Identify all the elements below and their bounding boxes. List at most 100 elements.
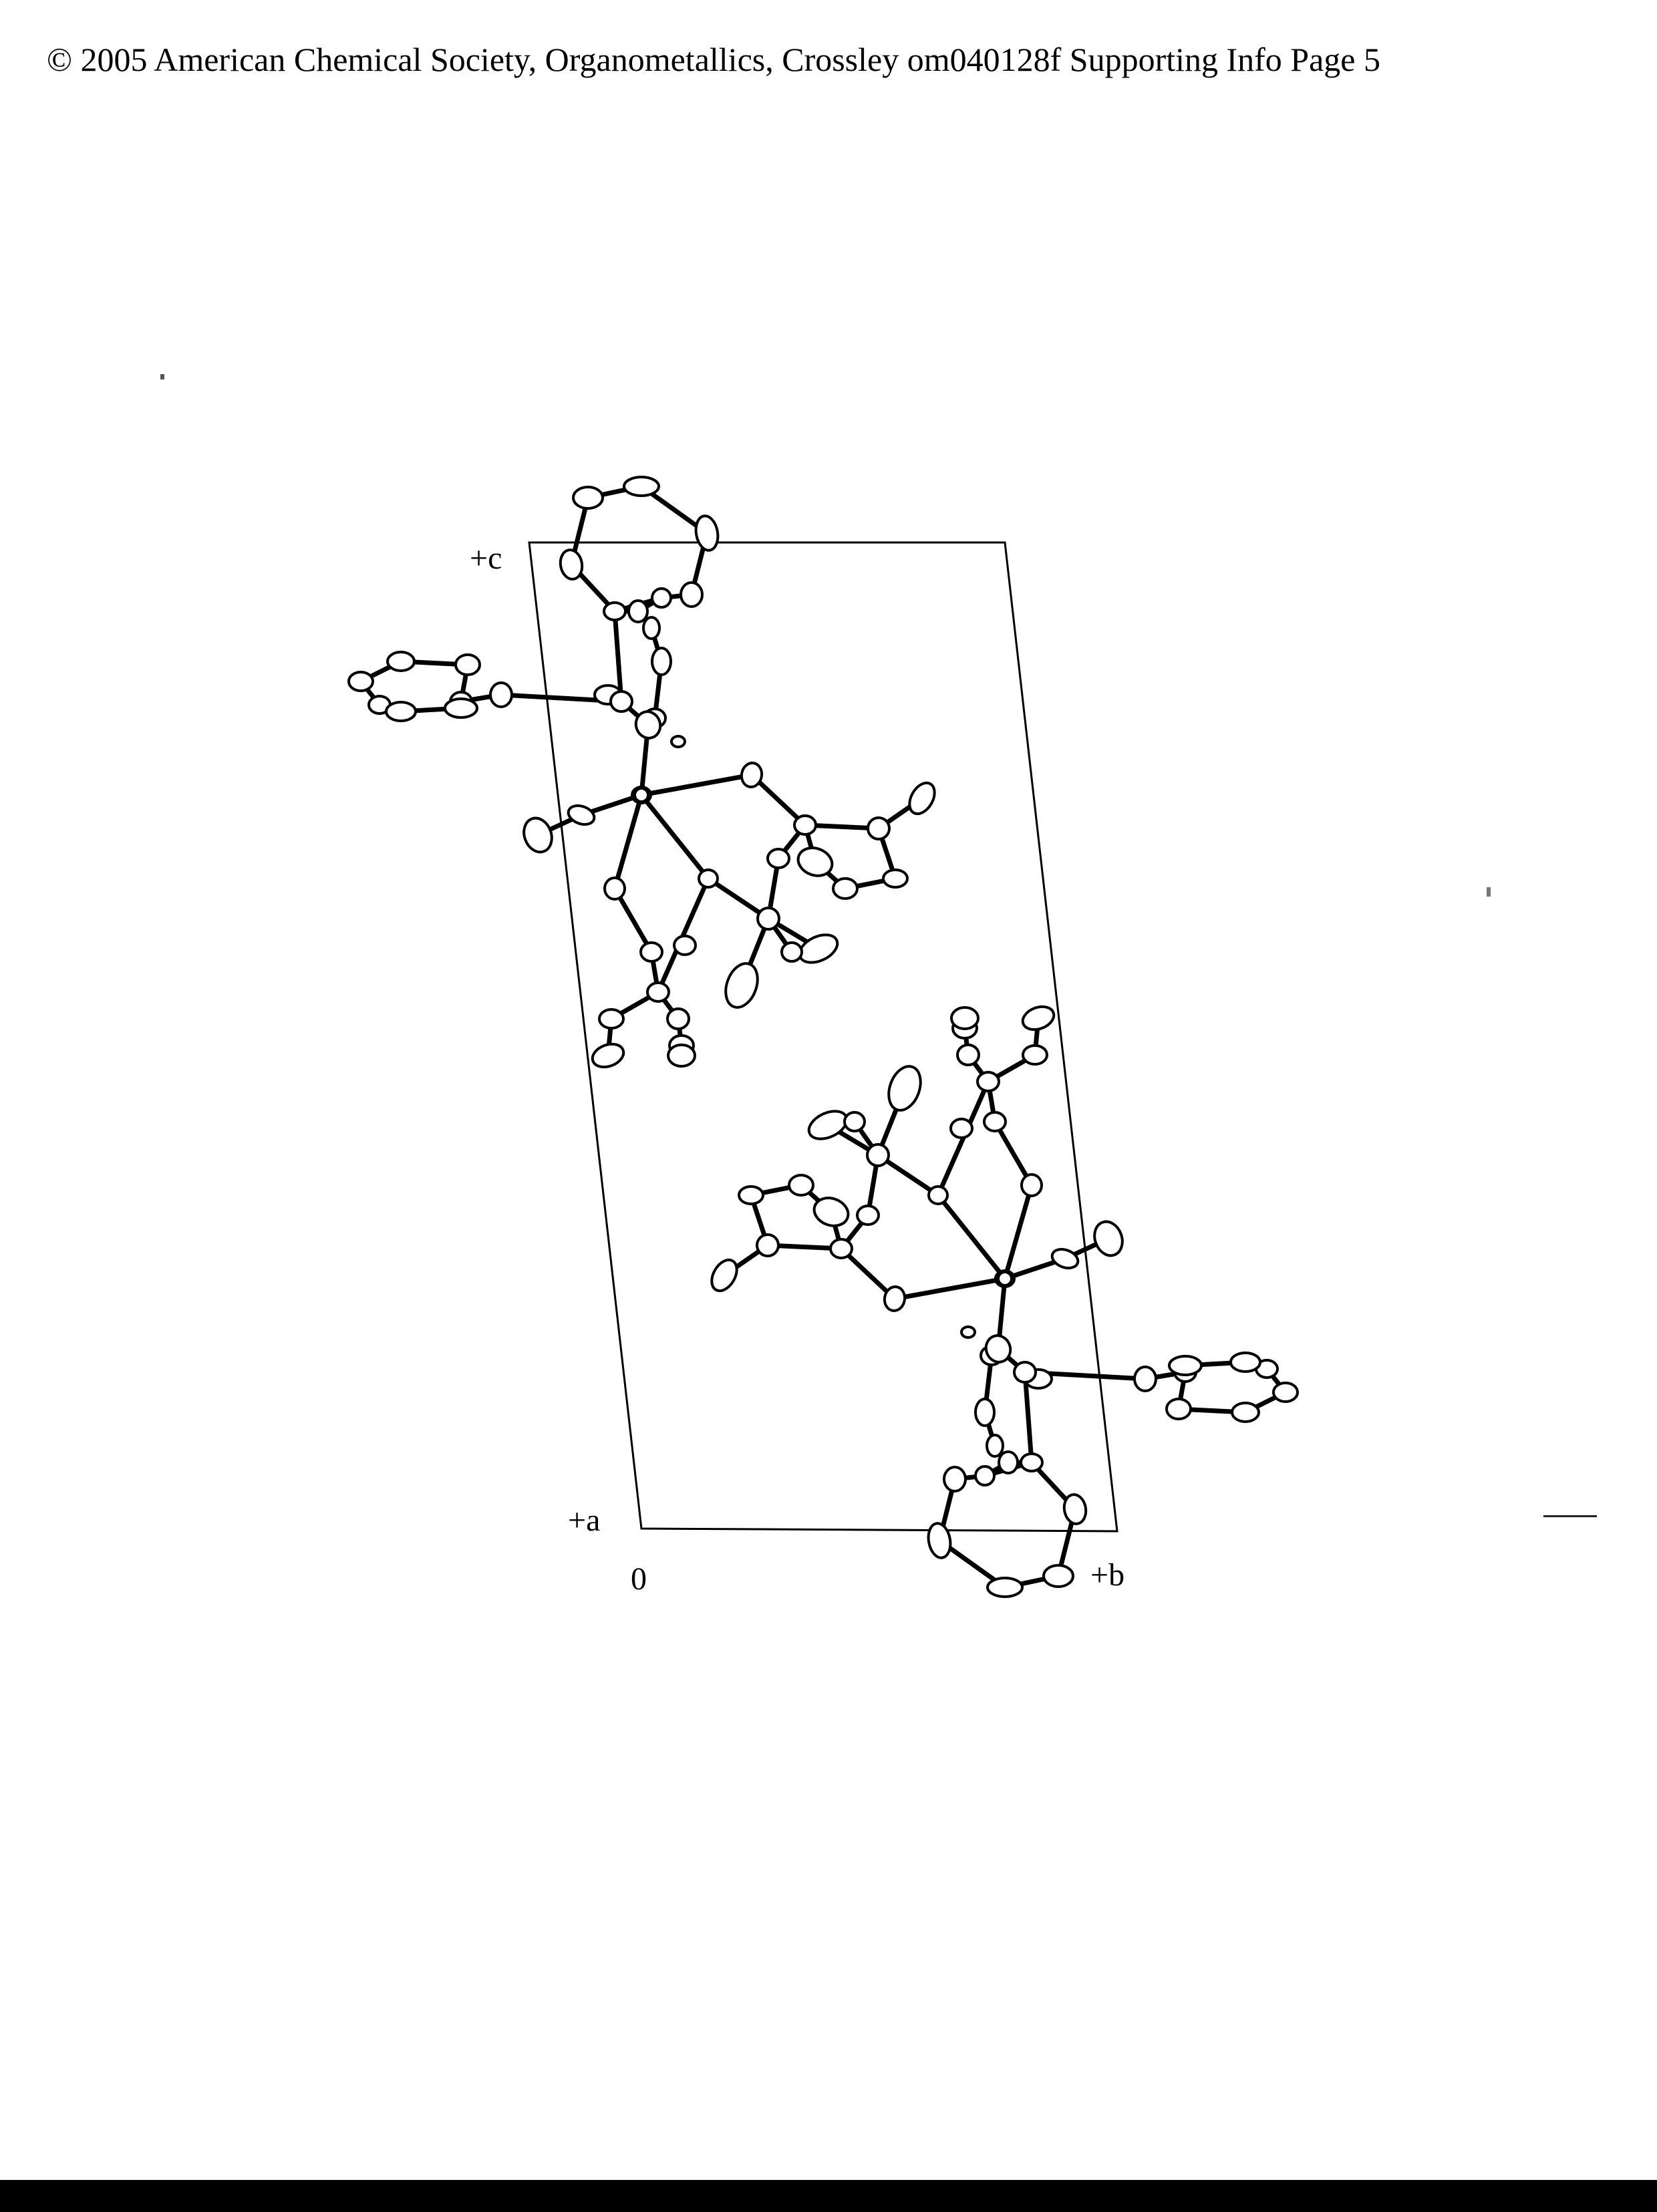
molecule-lower-atom [1020,1173,1043,1197]
molecule-lower-atom [976,1071,1000,1092]
molecule-lower-atom [1272,1382,1299,1403]
molecule-upper-atom [598,1008,625,1030]
molecule-lower-atom [1168,1355,1203,1376]
molecule-upper-atom [666,1007,690,1030]
molecule-upper-atom [766,848,790,869]
molecule-lower-atom [1021,1005,1056,1032]
molecule-upper-atom [651,647,672,676]
molecule-lower-atom [756,1233,780,1257]
molecule-upper-atom [908,781,936,816]
molecule-lower-atom [950,1006,980,1030]
molecule-upper-atom [642,616,661,640]
scan-speck [160,374,164,379]
molecule-lower-atom [943,1466,967,1492]
molecule-upper-bond [802,822,881,831]
molecule-upper-bond [706,876,771,921]
molecule-upper-atom [694,514,720,552]
molecule-upper-atom [667,1044,696,1068]
molecule-upper-atom [882,868,909,889]
molecule-lower-atom [986,1434,1004,1458]
molecule-lower-atom [983,1111,1007,1132]
molecule-upper-atom [603,877,626,901]
molecule-lower-atom [812,1197,850,1227]
molecule-upper-atom [627,599,649,623]
origin-label: 0 [631,1561,647,1597]
molecule-lower-atom [1093,1220,1124,1257]
molecule-lower-atom [1133,1366,1157,1392]
molecule-lower-atom [843,1111,866,1132]
molecule-lower-atom [1020,1452,1044,1472]
scan-speck [1487,887,1491,897]
molecule-lower-atom [974,1398,996,1427]
molecule-lower-atom [984,1334,1012,1364]
molecule-lower-atom [927,1522,952,1559]
molecule-upper-atom [796,846,834,877]
molecule-upper-atom [633,787,649,803]
molecule-upper-bond [639,772,754,798]
molecule-lower-atom [866,1143,890,1167]
molecule-upper-atom [793,814,817,836]
molecule-lower-atom [1062,1493,1088,1525]
page-header: © 2005 American Chemical Society, Organo… [47,41,1380,78]
molecule-lower-atom [956,1044,980,1066]
molecule-lower-atom [960,1325,976,1339]
molecule-upper-atom [724,962,759,1009]
molecule-upper-bond [612,792,644,891]
molecule-upper-atom [673,935,697,956]
bottom-scan-border [0,2180,1657,2212]
molecule-lower-atom [1022,1044,1048,1066]
molecule-lower-atom [927,1185,949,1205]
molecule-upper-atom [591,1042,625,1069]
unit-cell-outline [528,541,1118,1533]
molecule-lower-atom [997,1271,1013,1287]
molecule-upper-atom [634,710,662,740]
molecule-upper-atom [559,548,584,581]
molecule-upper-bond [612,609,624,704]
molecule-lower-bond [935,1193,1008,1281]
molecule-lower-atom [974,1465,996,1486]
molecule-lower-bond [765,1243,844,1251]
molecule-lower-bond [1022,1370,1034,1465]
molecule-upper-atom [603,601,627,621]
molecule-lower-atom [788,1174,814,1197]
molecule-upper-atom [567,804,596,826]
molecule-upper-bond [612,886,654,955]
molecule-upper-atom [670,735,686,748]
molecule-lower-atom [738,1185,764,1205]
molecule-lower-atom [949,1118,973,1139]
molecule-lower-atom [1050,1247,1080,1270]
molecule-lower-atom [829,1238,853,1259]
molecule-lower-bond [992,1119,1034,1188]
molecule-lower-atom [883,1285,907,1312]
molecule-upper-atom [698,868,719,889]
molecule-upper-atom [756,907,780,931]
molecule-upper-atom [832,877,859,900]
molecule-lower-bond [839,1246,897,1301]
molecule-lower-bond [875,1152,941,1198]
molecule-upper-atom [646,981,670,1003]
molecule-lower-bond [892,1276,1008,1301]
molecule-upper-atom [867,816,891,840]
molecule-upper-bond [639,792,711,881]
molecule-lower-atom [856,1205,880,1226]
a-axis-label: +a [568,1503,601,1538]
scan-speck [1543,1515,1597,1517]
molecule-upper-atom [609,690,633,713]
molecule-upper-bond [749,772,808,828]
molecule-lower-atom [1042,1564,1074,1588]
molecule-lower-bond [1002,1182,1034,1281]
molecule-upper-atom [454,653,481,676]
molecule-upper-atom [680,581,704,608]
molecule-lower-atom [710,1258,738,1293]
molecule-upper-atom [522,816,553,854]
molecule-upper-atom [740,762,764,788]
molecule-lower-atom [1231,1402,1260,1423]
molecule-lower-atom [1165,1398,1192,1420]
atom-ellipsoids [347,476,1299,1598]
molecule-upper-atom [639,941,663,963]
molecule-lower-atom [887,1065,922,1112]
molecule-upper-atom [386,651,416,672]
molecule-upper-atom [489,681,513,708]
molecule-upper-atom [385,701,417,722]
